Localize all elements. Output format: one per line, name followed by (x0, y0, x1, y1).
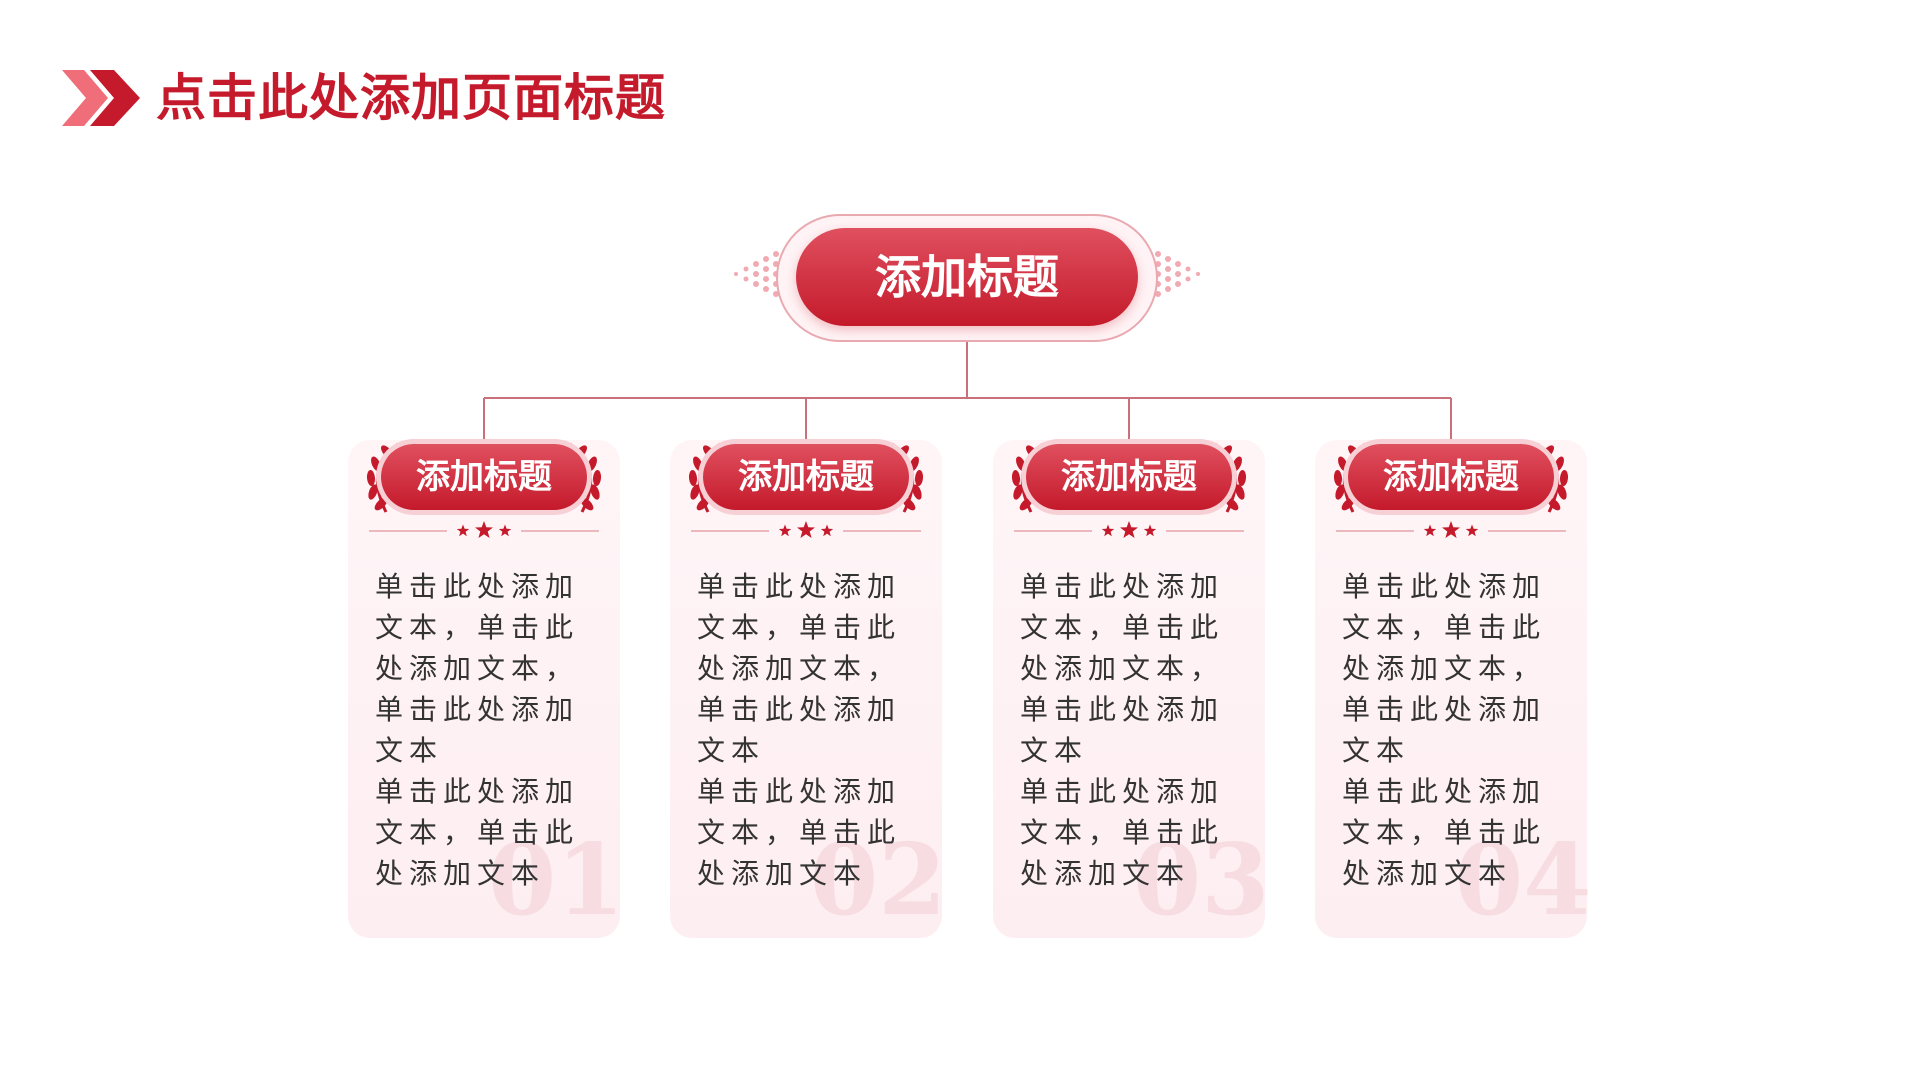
main-title[interactable]: 添加标题 (796, 228, 1138, 326)
laurel-left-icon (688, 442, 721, 513)
laurel-left-icon (366, 442, 399, 513)
page-title[interactable]: 点击此处添加页面标题 (156, 69, 666, 127)
card-4-text[interactable]: 单击此处添加文本，单击此处添加文本，单击此处添加文本 单击此处添加文本，单击此处… (1342, 570, 1547, 890)
card-2-text[interactable]: 单击此处添加文本，单击此处添加文本，单击此处添加文本 单击此处添加文本，单击此处… (697, 570, 902, 890)
stars-divider-icon (1336, 521, 1566, 538)
stars-divider-icon (369, 521, 599, 538)
card-4-number: 04 (1455, 823, 1592, 938)
card-1-title[interactable]: 添加标题 (381, 444, 587, 510)
card-3-number: 03 (1133, 823, 1270, 938)
laurel-right-icon (891, 442, 924, 513)
stars-divider-icon (1014, 521, 1244, 538)
stars-divider-icon (691, 521, 921, 538)
card-1-text[interactable]: 单击此处添加文本，单击此处添加文本，单击此处添加文本 单击此处添加文本，单击此处… (375, 570, 580, 890)
card-3-title[interactable]: 添加标题 (1026, 444, 1232, 510)
card-4-title[interactable]: 添加标题 (1348, 444, 1554, 510)
card-1-number: 01 (488, 823, 625, 938)
card-2-title[interactable]: 添加标题 (703, 444, 909, 510)
card-2-number: 02 (810, 823, 947, 938)
card-3-text[interactable]: 单击此处添加文本，单击此处添加文本，单击此处添加文本 单击此处添加文本，单击此处… (1020, 570, 1225, 890)
chevron-right-icon (62, 70, 140, 126)
